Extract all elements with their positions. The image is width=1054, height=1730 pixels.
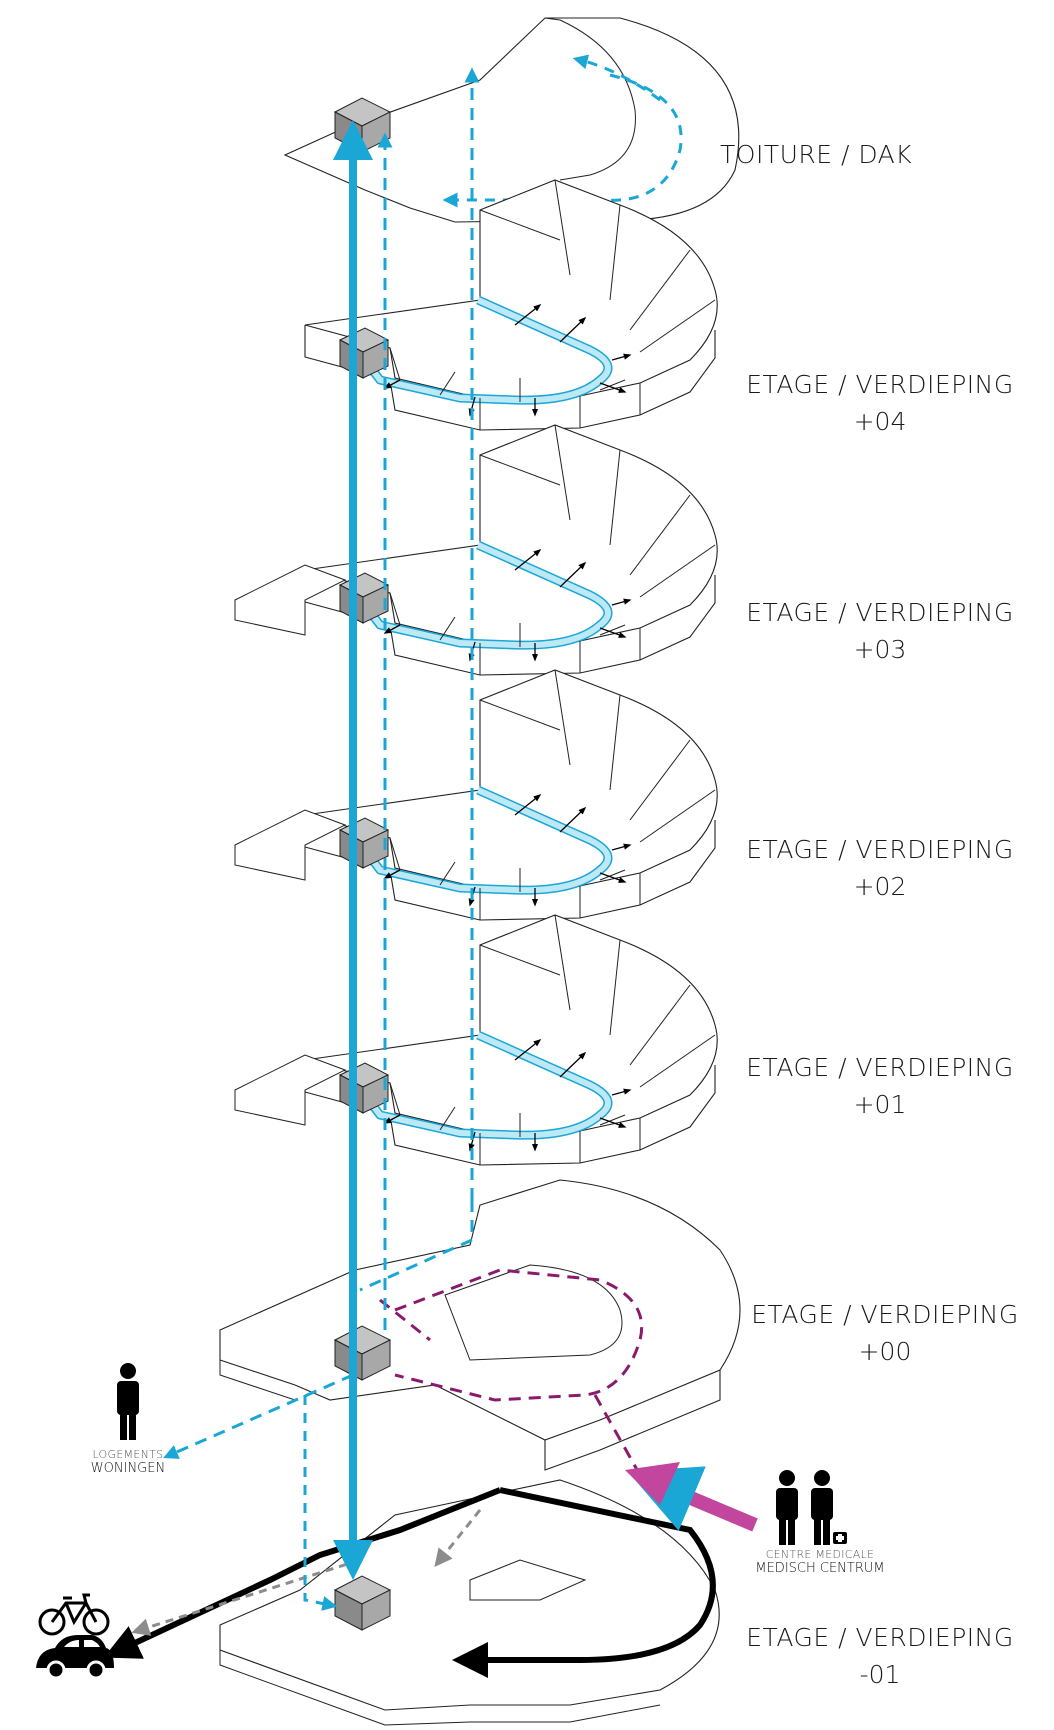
level-code: -01 [859,1660,901,1689]
level-title: ETAGE / VERDIEPING [751,1300,1019,1329]
level-label-roof: TOITURE / DAK [720,140,940,169]
floor-02 [305,670,717,920]
floor-00 [219,1179,741,1476]
medical-entry-arrow [627,1466,758,1532]
level-label-03: ETAGE / VERDIEPING +03 [730,598,1030,664]
bicycle-icon [38,1593,110,1636]
car-icon [36,1635,114,1680]
vertical-circulation [163,67,480,1611]
level-code: +02 [853,872,907,901]
medical-caption: CENTRE MEDICALE [765,1548,875,1561]
level-title: ETAGE / VERDIEPING [746,370,1014,399]
level-code: +00 [858,1337,912,1366]
level-title: TOITURE / DAK [720,140,913,169]
housing-access-label: LOGEMENTS WONINGEN [78,1448,178,1476]
housing-label: WONINGEN [90,1461,166,1476]
housing-caption: LOGEMENTS [92,1448,164,1461]
level-title: ETAGE / VERDIEPING [746,835,1014,864]
floor-03 [305,425,717,675]
level-label-00: ETAGE / VERDIEPING +00 [735,1300,1035,1366]
medical-access-label: CENTRE MEDICALE MEDISCH CENTRUM [750,1548,890,1576]
floor-01 [305,915,717,1165]
level-title: ETAGE / VERDIEPING [746,598,1014,627]
level-code: +03 [853,635,907,664]
level-label-01: ETAGE / VERDIEPING +01 [730,1053,1030,1119]
level-title: ETAGE / VERDIEPING [746,1623,1014,1652]
doctor-icon [776,1470,847,1545]
level-label-02: ETAGE / VERDIEPING +02 [730,835,1030,901]
level-label-minus-01: ETAGE / VERDIEPING -01 [730,1623,1030,1689]
core-box-icon [333,1575,392,1631]
medical-label: MEDISCH CENTRUM [755,1561,885,1576]
level-code: +04 [853,407,907,436]
level-label-04: ETAGE / VERDIEPING +04 [730,370,1030,436]
floor-minus-01 [103,1479,720,1726]
person-icon [117,1363,139,1440]
level-title: ETAGE / VERDIEPING [746,1053,1014,1082]
level-code: +01 [853,1090,907,1119]
